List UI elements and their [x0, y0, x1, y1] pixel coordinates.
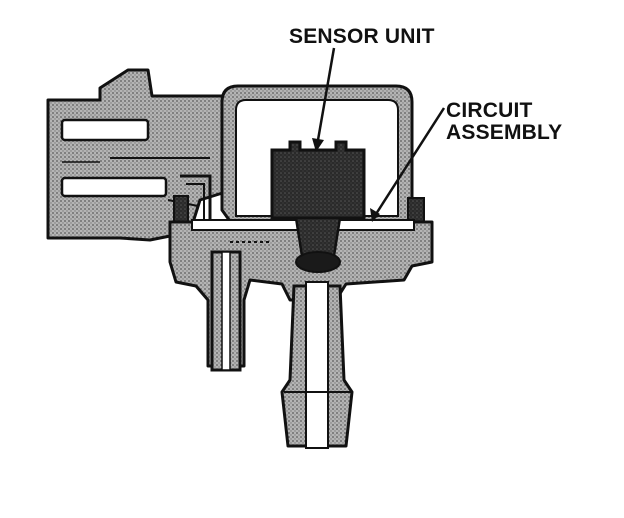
sensor-unit-label: SENSOR UNIT	[289, 25, 435, 48]
left-port	[210, 250, 242, 372]
connector-slot-lower	[60, 176, 168, 198]
sensor-unit-leader	[316, 47, 336, 141]
main-nipple	[280, 281, 354, 449]
connector-slot-upper	[60, 118, 150, 142]
circuit-assembly-label-line2: ASSEMBLY	[446, 121, 563, 144]
circuit-assembly-leader	[374, 107, 446, 215]
circuit-assembly-arrowhead	[370, 208, 380, 222]
sensor-unit	[270, 140, 366, 273]
sensor-unit-arrowhead	[312, 138, 324, 152]
circuit-assembly-label-line1: CIRCUIT	[446, 99, 533, 122]
seal-left	[173, 195, 189, 223]
